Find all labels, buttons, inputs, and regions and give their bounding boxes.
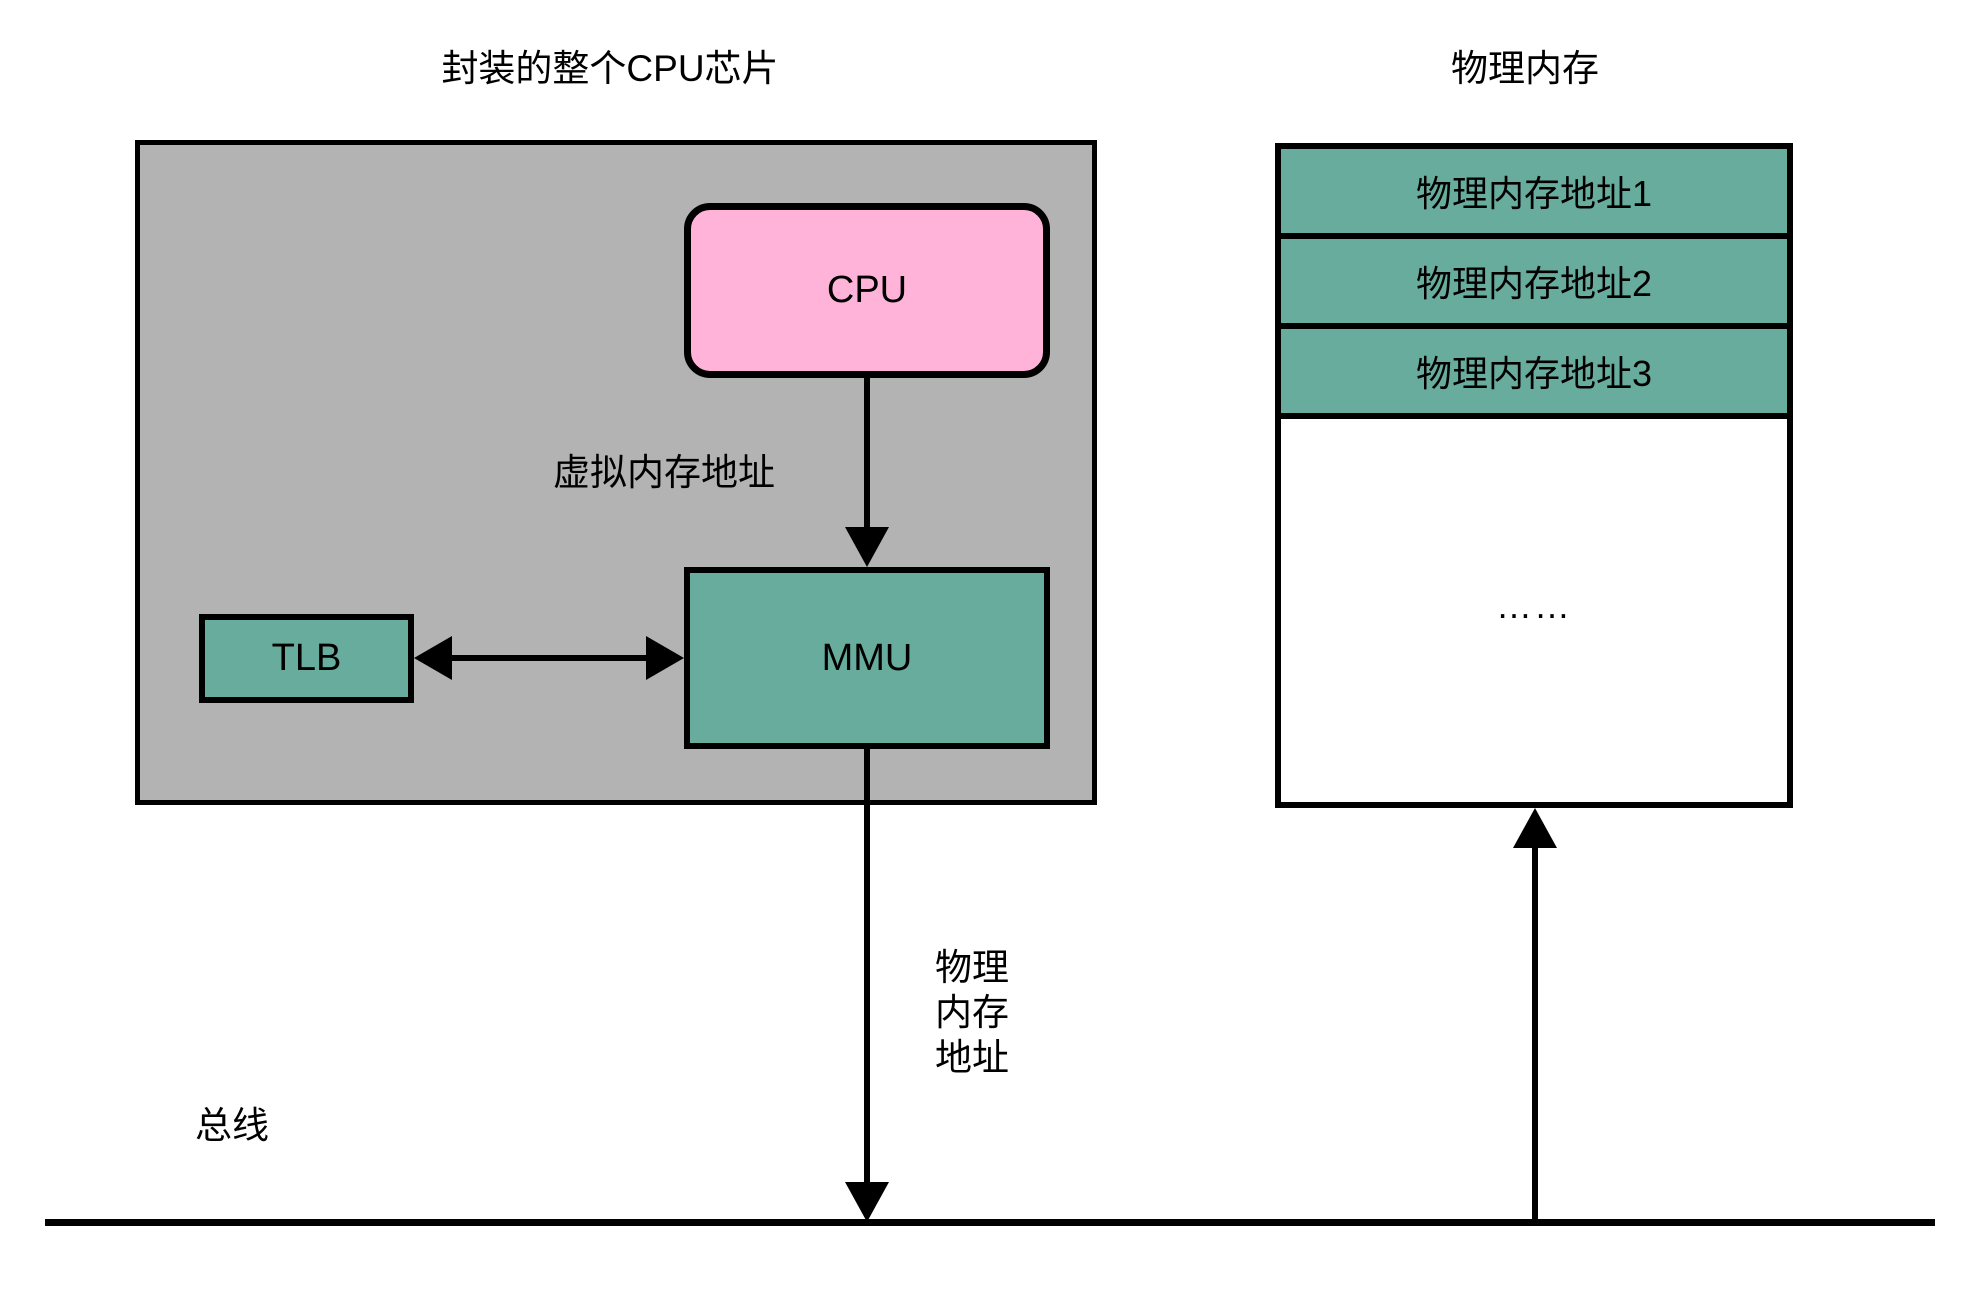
memory-ellipsis-label: …… [1496,584,1572,626]
connector-tlb-mmu-arrowhead-left [414,636,452,680]
physical-address-label-line-3: 地址 [935,1037,1009,1079]
mmu-block[interactable]: MMU [684,567,1050,749]
memory-row-label: 物理内存地址2 [1415,263,1653,304]
virtual-address-label: 虚拟内存地址 [553,452,775,493]
cpu-chip-title: 封装的整个CPU芯片 [441,48,779,89]
connector-mmu-to-bus-line [864,749,870,1184]
memory-row[interactable]: 物理内存地址1 [1281,149,1787,239]
cpu-block[interactable]: CPU [684,203,1050,378]
system-bus-line [45,1219,1935,1226]
memory-ellipsis-row: …… [1281,419,1787,792]
connector-bus-to-memory-arrowhead [1513,808,1557,848]
connector-tlb-mmu-line [425,655,660,661]
physical-memory-title: 物理内存 [1451,48,1599,89]
connector-cpu-to-mmu-arrowhead [845,527,889,567]
physical-address-label-line-2: 内存 [935,992,1009,1034]
memory-row-label: 物理内存地址1 [1415,173,1653,214]
memory-row-label: 物理内存地址3 [1415,353,1653,394]
tlb-block[interactable]: TLB [199,614,414,703]
physical-address-label-line-1: 物理 [935,947,1009,988]
memory-row[interactable]: 物理内存地址2 [1281,239,1787,329]
connector-bus-to-memory-line [1532,848,1538,1222]
tlb-block-label: TLB [271,637,342,679]
physical-memory-block: 物理内存地址1 物理内存地址2 物理内存地址3 …… [1275,143,1793,808]
mmu-block-label: MMU [821,636,913,679]
connector-cpu-to-mmu-line [864,378,870,528]
cpu-block-label: CPU [826,269,908,311]
connector-mmu-to-bus-arrowhead [845,1182,889,1222]
bus-label: 总线 [195,1105,269,1146]
connector-tlb-mmu-arrowhead-right [646,636,684,680]
memory-row[interactable]: 物理内存地址3 [1281,329,1787,419]
physical-address-label: 物理内存地址 [935,945,1009,1080]
